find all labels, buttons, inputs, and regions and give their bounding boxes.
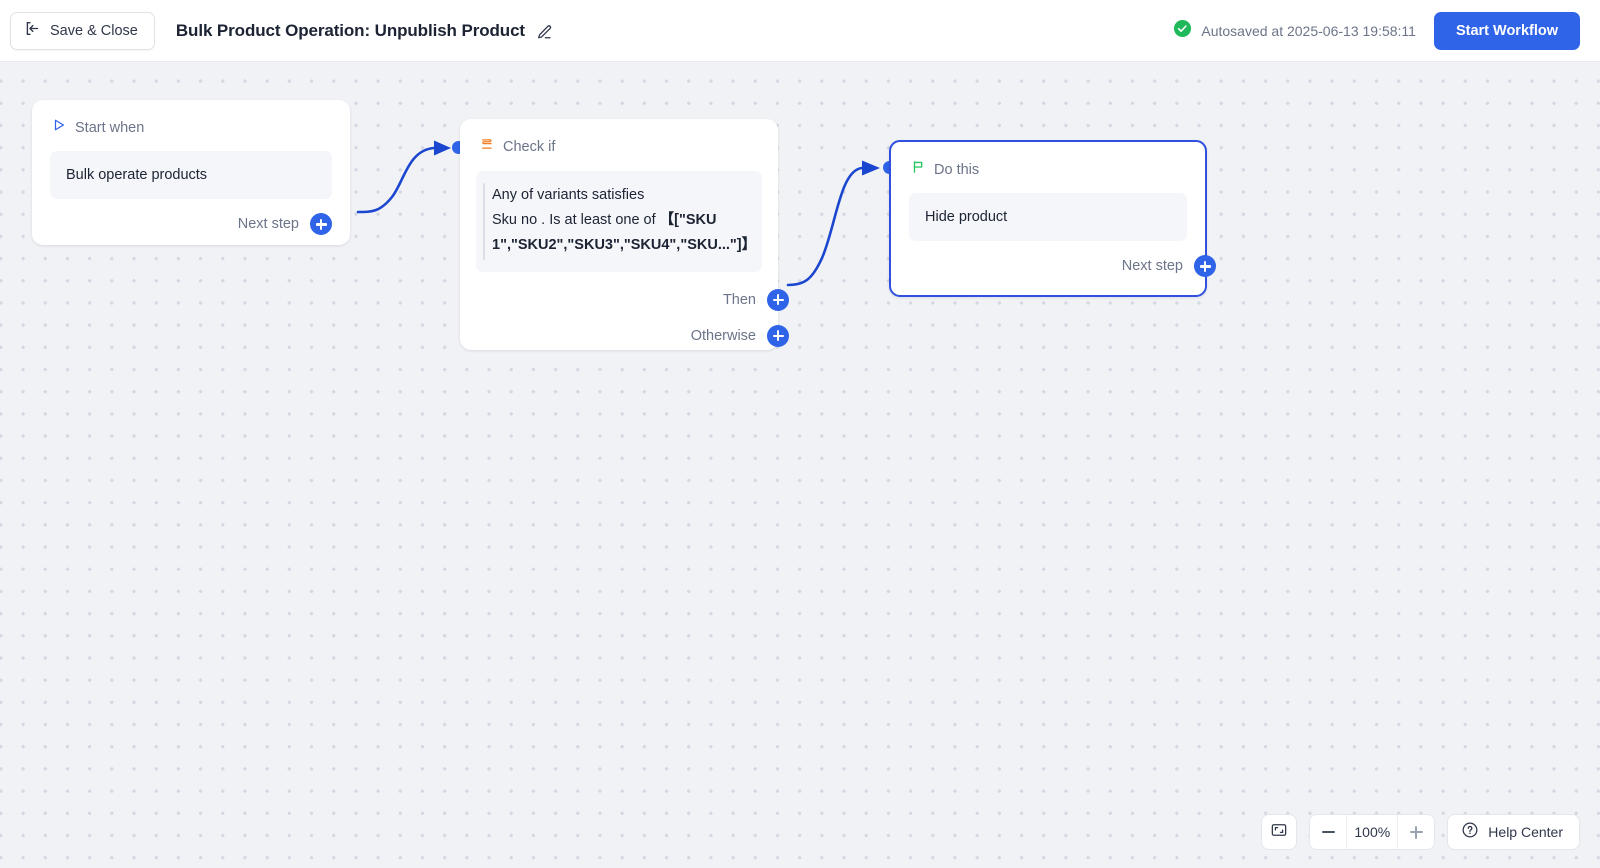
otherwise-label: Otherwise bbox=[690, 327, 756, 344]
play-triangle-icon bbox=[52, 118, 66, 137]
check-circle-icon bbox=[1173, 19, 1192, 43]
node-header: Start when bbox=[32, 100, 350, 137]
node-header: Check if bbox=[460, 119, 778, 156]
fit-to-screen-icon bbox=[1270, 821, 1288, 844]
start-workflow-button[interactable]: Start Workflow bbox=[1433, 11, 1580, 50]
add-otherwise-step-button[interactable] bbox=[767, 324, 789, 347]
fit-to-screen-button[interactable] bbox=[1261, 814, 1298, 850]
node-start-when[interactable]: Start when Bulk operate products Next st… bbox=[32, 100, 350, 245]
branch-condition-icon bbox=[480, 137, 494, 156]
then-branch-row: Then bbox=[460, 288, 789, 311]
condition-value: 【["SKU 1","SKU2","SKU3","SKU4","SKU..."]… bbox=[492, 211, 757, 253]
condition-body[interactable]: Any of variants satisfies Sku no . Is at… bbox=[476, 171, 762, 272]
exit-arrow-icon bbox=[24, 20, 41, 42]
zoom-level-label: 100% bbox=[1346, 815, 1399, 849]
otherwise-branch-row: Otherwise bbox=[460, 324, 789, 347]
save-and-close-label: Save & Close bbox=[50, 22, 138, 39]
action-body-text: Hide product bbox=[925, 209, 1008, 225]
flag-icon bbox=[911, 160, 925, 179]
next-step-label: Next step bbox=[1121, 258, 1183, 275]
help-center-label: Help Center bbox=[1488, 824, 1563, 840]
help-center-button[interactable]: Help Center bbox=[1447, 814, 1580, 850]
action-body[interactable]: Hide product bbox=[909, 193, 1187, 242]
pencil-icon[interactable] bbox=[535, 23, 553, 41]
node-title: Check if bbox=[503, 138, 556, 155]
add-next-step-button[interactable] bbox=[1194, 255, 1216, 278]
zoom-control-group: 100% bbox=[1309, 814, 1436, 850]
page-title: Bulk Product Operation: Unpublish Produc… bbox=[175, 20, 525, 40]
node-do-this[interactable]: Do this Hide product Next step bbox=[889, 140, 1216, 297]
zoom-out-button[interactable] bbox=[1310, 815, 1347, 849]
autosave-text: Autosaved at 2025-06-13 19:58:11 bbox=[1201, 22, 1416, 39]
condition-line-1: Any of variants satisfies bbox=[492, 187, 645, 203]
node-title: Do this bbox=[934, 161, 980, 178]
action-next-step-row: Next step bbox=[891, 255, 1216, 278]
question-circle-icon bbox=[1461, 821, 1479, 844]
header-right-group: Autosaved at 2025-06-13 19:58:11 Start W… bbox=[1173, 11, 1600, 50]
node-header: Do this bbox=[891, 142, 1205, 179]
canvas-toolbar: 100% Help Center bbox=[1261, 814, 1580, 850]
app-header: Save & Close Bulk Product Operation: Unp… bbox=[0, 0, 1600, 62]
autosave-status: Autosaved at 2025-06-13 19:58:11 bbox=[1173, 19, 1416, 43]
trigger-body[interactable]: Bulk operate products bbox=[50, 151, 332, 200]
trigger-body-text: Bulk operate products bbox=[66, 167, 208, 183]
condition-subject: Sku no . Is at least one of bbox=[492, 211, 656, 228]
trigger-next-step-row: Next step bbox=[32, 213, 350, 236]
next-step-label: Next step bbox=[237, 216, 299, 233]
save-and-close-button[interactable]: Save & Close bbox=[10, 11, 155, 50]
workflow-canvas[interactable]: Start when Bulk operate products Next st… bbox=[0, 62, 1600, 868]
add-next-step-button[interactable] bbox=[310, 213, 332, 236]
then-label: Then bbox=[722, 291, 756, 308]
node-title: Start when bbox=[75, 119, 145, 136]
zoom-in-button[interactable] bbox=[1398, 815, 1435, 849]
add-then-step-button[interactable] bbox=[767, 288, 789, 311]
node-check-if[interactable]: Check if Any of variants satisfies Sku n… bbox=[460, 119, 789, 350]
condition-line-2: Sku no . Is at least one of 【["SKU 1","S… bbox=[492, 208, 756, 258]
